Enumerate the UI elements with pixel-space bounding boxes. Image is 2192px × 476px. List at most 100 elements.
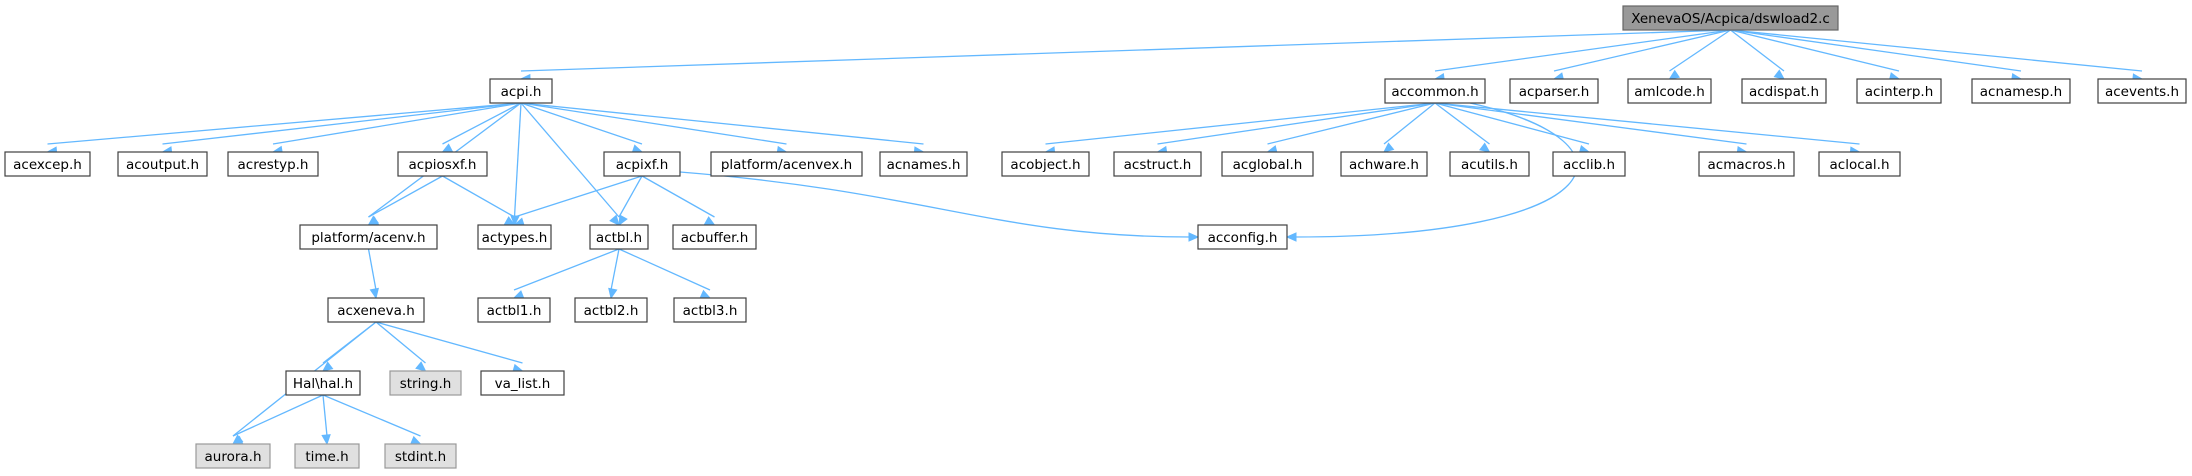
edge-halh-to-stdint: [322, 394, 421, 437]
node-aurora: aurora.h: [195, 443, 271, 469]
edge-acpixf-to-actbl: [618, 175, 643, 218]
node-actbl3[interactable]: actbl3.h: [673, 297, 747, 323]
node-stdint: stdint.h: [384, 443, 457, 469]
node-valist[interactable]: va_list.h: [480, 370, 565, 396]
node-actbl[interactable]: actbl.h: [589, 224, 649, 250]
node-label: achware.h: [1349, 157, 1419, 173]
node-box: [1113, 151, 1202, 177]
node-acrestyp[interactable]: acrestyp.h: [227, 151, 319, 177]
edge-arrowhead: [441, 143, 454, 153]
node-acconfig[interactable]: acconfig.h: [1197, 224, 1288, 250]
node-box: [384, 443, 457, 469]
node-actypes[interactable]: actypes.h: [477, 224, 552, 250]
edges-layer: [46, 29, 2144, 446]
edge-acpi-to-acrestyp: [272, 102, 522, 145]
node-box: [1698, 151, 1795, 177]
edge-root-to-acevents: [1730, 29, 2143, 72]
node-acenv[interactable]: platform/acenv.h: [299, 224, 438, 250]
node-box: [1340, 151, 1428, 177]
edge-root-to-accommon: [1434, 29, 1731, 72]
node-label: acpi.h: [501, 84, 542, 100]
node-actbl2[interactable]: actbl2.h: [574, 297, 648, 323]
edge-acpixf-to-actypes: [514, 175, 643, 218]
edge-arrowhead: [609, 214, 620, 226]
node-amlcode[interactable]: amlcode.h: [1627, 78, 1712, 104]
node-label: acrestyp.h: [238, 157, 309, 173]
node-label: acdispat.h: [1749, 84, 1819, 100]
node-acnames[interactable]: acnames.h: [879, 151, 968, 177]
node-box: [589, 224, 649, 250]
node-label: acclib.h: [1563, 157, 1615, 173]
node-acglobal[interactable]: acglobal.h: [1221, 151, 1314, 177]
node-box: [2097, 78, 2187, 104]
node-acdispat[interactable]: acdispat.h: [1741, 78, 1827, 104]
node-acobject[interactable]: acobject.h: [1001, 151, 1090, 177]
node-stringh: string.h: [389, 370, 462, 396]
edge-acxeneva-to-valist: [375, 321, 523, 364]
node-box: [477, 297, 551, 323]
node-acpiosxf[interactable]: acpiosxf.h: [397, 151, 488, 177]
edge-accommon-to-acobject: [1045, 102, 1436, 145]
node-box: [1384, 78, 1486, 104]
edge-arrowhead: [321, 434, 331, 446]
node-box: [879, 151, 968, 177]
node-label: actbl.h: [596, 230, 642, 246]
node-label: acparser.h: [1519, 84, 1590, 100]
edge-root-to-acinterp: [1730, 29, 1900, 72]
edge-arrowhead: [415, 361, 427, 372]
node-box: [227, 151, 319, 177]
node-acpi[interactable]: acpi.h: [489, 78, 553, 104]
node-acclib[interactable]: acclib.h: [1552, 151, 1626, 177]
node-acstruct[interactable]: acstruct.h: [1113, 151, 1202, 177]
node-acmacros[interactable]: acmacros.h: [1698, 151, 1795, 177]
node-label: Hal\hal.h: [293, 376, 353, 392]
edge-acpi-to-acpixf: [520, 102, 643, 145]
node-acpixf[interactable]: acpixf.h: [603, 151, 681, 177]
node-root[interactable]: XenevaOS/Acpica/dswload2.c: [1622, 5, 1839, 31]
node-label: actbl3.h: [683, 303, 738, 319]
node-aclocal[interactable]: aclocal.h: [1818, 151, 1901, 177]
node-box: [1001, 151, 1090, 177]
edge-actbl-to-actbl2: [610, 248, 620, 291]
node-acoutput[interactable]: acoutput.h: [117, 151, 208, 177]
node-label: accommon.h: [1391, 84, 1478, 100]
node-box: [4, 151, 91, 177]
edge-root-to-acnamesp: [1730, 29, 2022, 72]
edge-root-to-amlcode: [1669, 29, 1731, 72]
node-acexcep[interactable]: acexcep.h: [4, 151, 91, 177]
node-acinterp[interactable]: acinterp.h: [1856, 78, 1942, 104]
node-achware[interactable]: achware.h: [1340, 151, 1428, 177]
node-box: [1627, 78, 1712, 104]
edge-acpiosxf-to-actypes: [442, 175, 515, 218]
node-box: [195, 443, 271, 469]
edge-actbl-to-actbl1: [513, 248, 620, 291]
node-acparser[interactable]: acparser.h: [1509, 78, 1599, 104]
edge-arrowhead: [608, 287, 618, 300]
node-acbuffer[interactable]: acbuffer.h: [672, 224, 757, 250]
node-acenvex[interactable]: platform/acenvex.h: [710, 151, 863, 177]
edge-acxeneva-to-halh: [322, 321, 377, 364]
node-box: [294, 443, 360, 469]
node-acxeneva[interactable]: acxeneva.h: [327, 297, 425, 323]
node-label: acglobal.h: [1233, 157, 1303, 173]
node-label: actypes.h: [482, 230, 548, 246]
node-acevents[interactable]: acevents.h: [2097, 78, 2187, 104]
edge-accommon-to-acutils: [1434, 102, 1490, 145]
edge-halh-to-timeh: [322, 394, 328, 437]
node-label: acconfig.h: [1208, 230, 1278, 246]
edge-acpi-to-acenvex: [520, 102, 787, 145]
edge-accommon-to-acstruct: [1157, 102, 1436, 145]
node-acutils[interactable]: acutils.h: [1449, 151, 1530, 177]
node-actbl1[interactable]: actbl1.h: [477, 297, 551, 323]
node-accommon[interactable]: accommon.h: [1384, 78, 1486, 104]
node-acnamesp[interactable]: acnamesp.h: [1971, 78, 2071, 104]
node-halh[interactable]: Hal\hal.h: [285, 370, 361, 396]
edge-arrowhead: [1668, 69, 1681, 80]
edge-arrowhead: [618, 214, 628, 227]
edge-arrowhead: [409, 435, 422, 445]
edge-arrowhead: [1188, 232, 1200, 242]
node-box: [673, 297, 747, 323]
edge-arrowhead: [1479, 142, 1491, 153]
nodes-layer: XenevaOS/Acpica/dswload2.c acpi.h accommon…: [4, 5, 2187, 469]
